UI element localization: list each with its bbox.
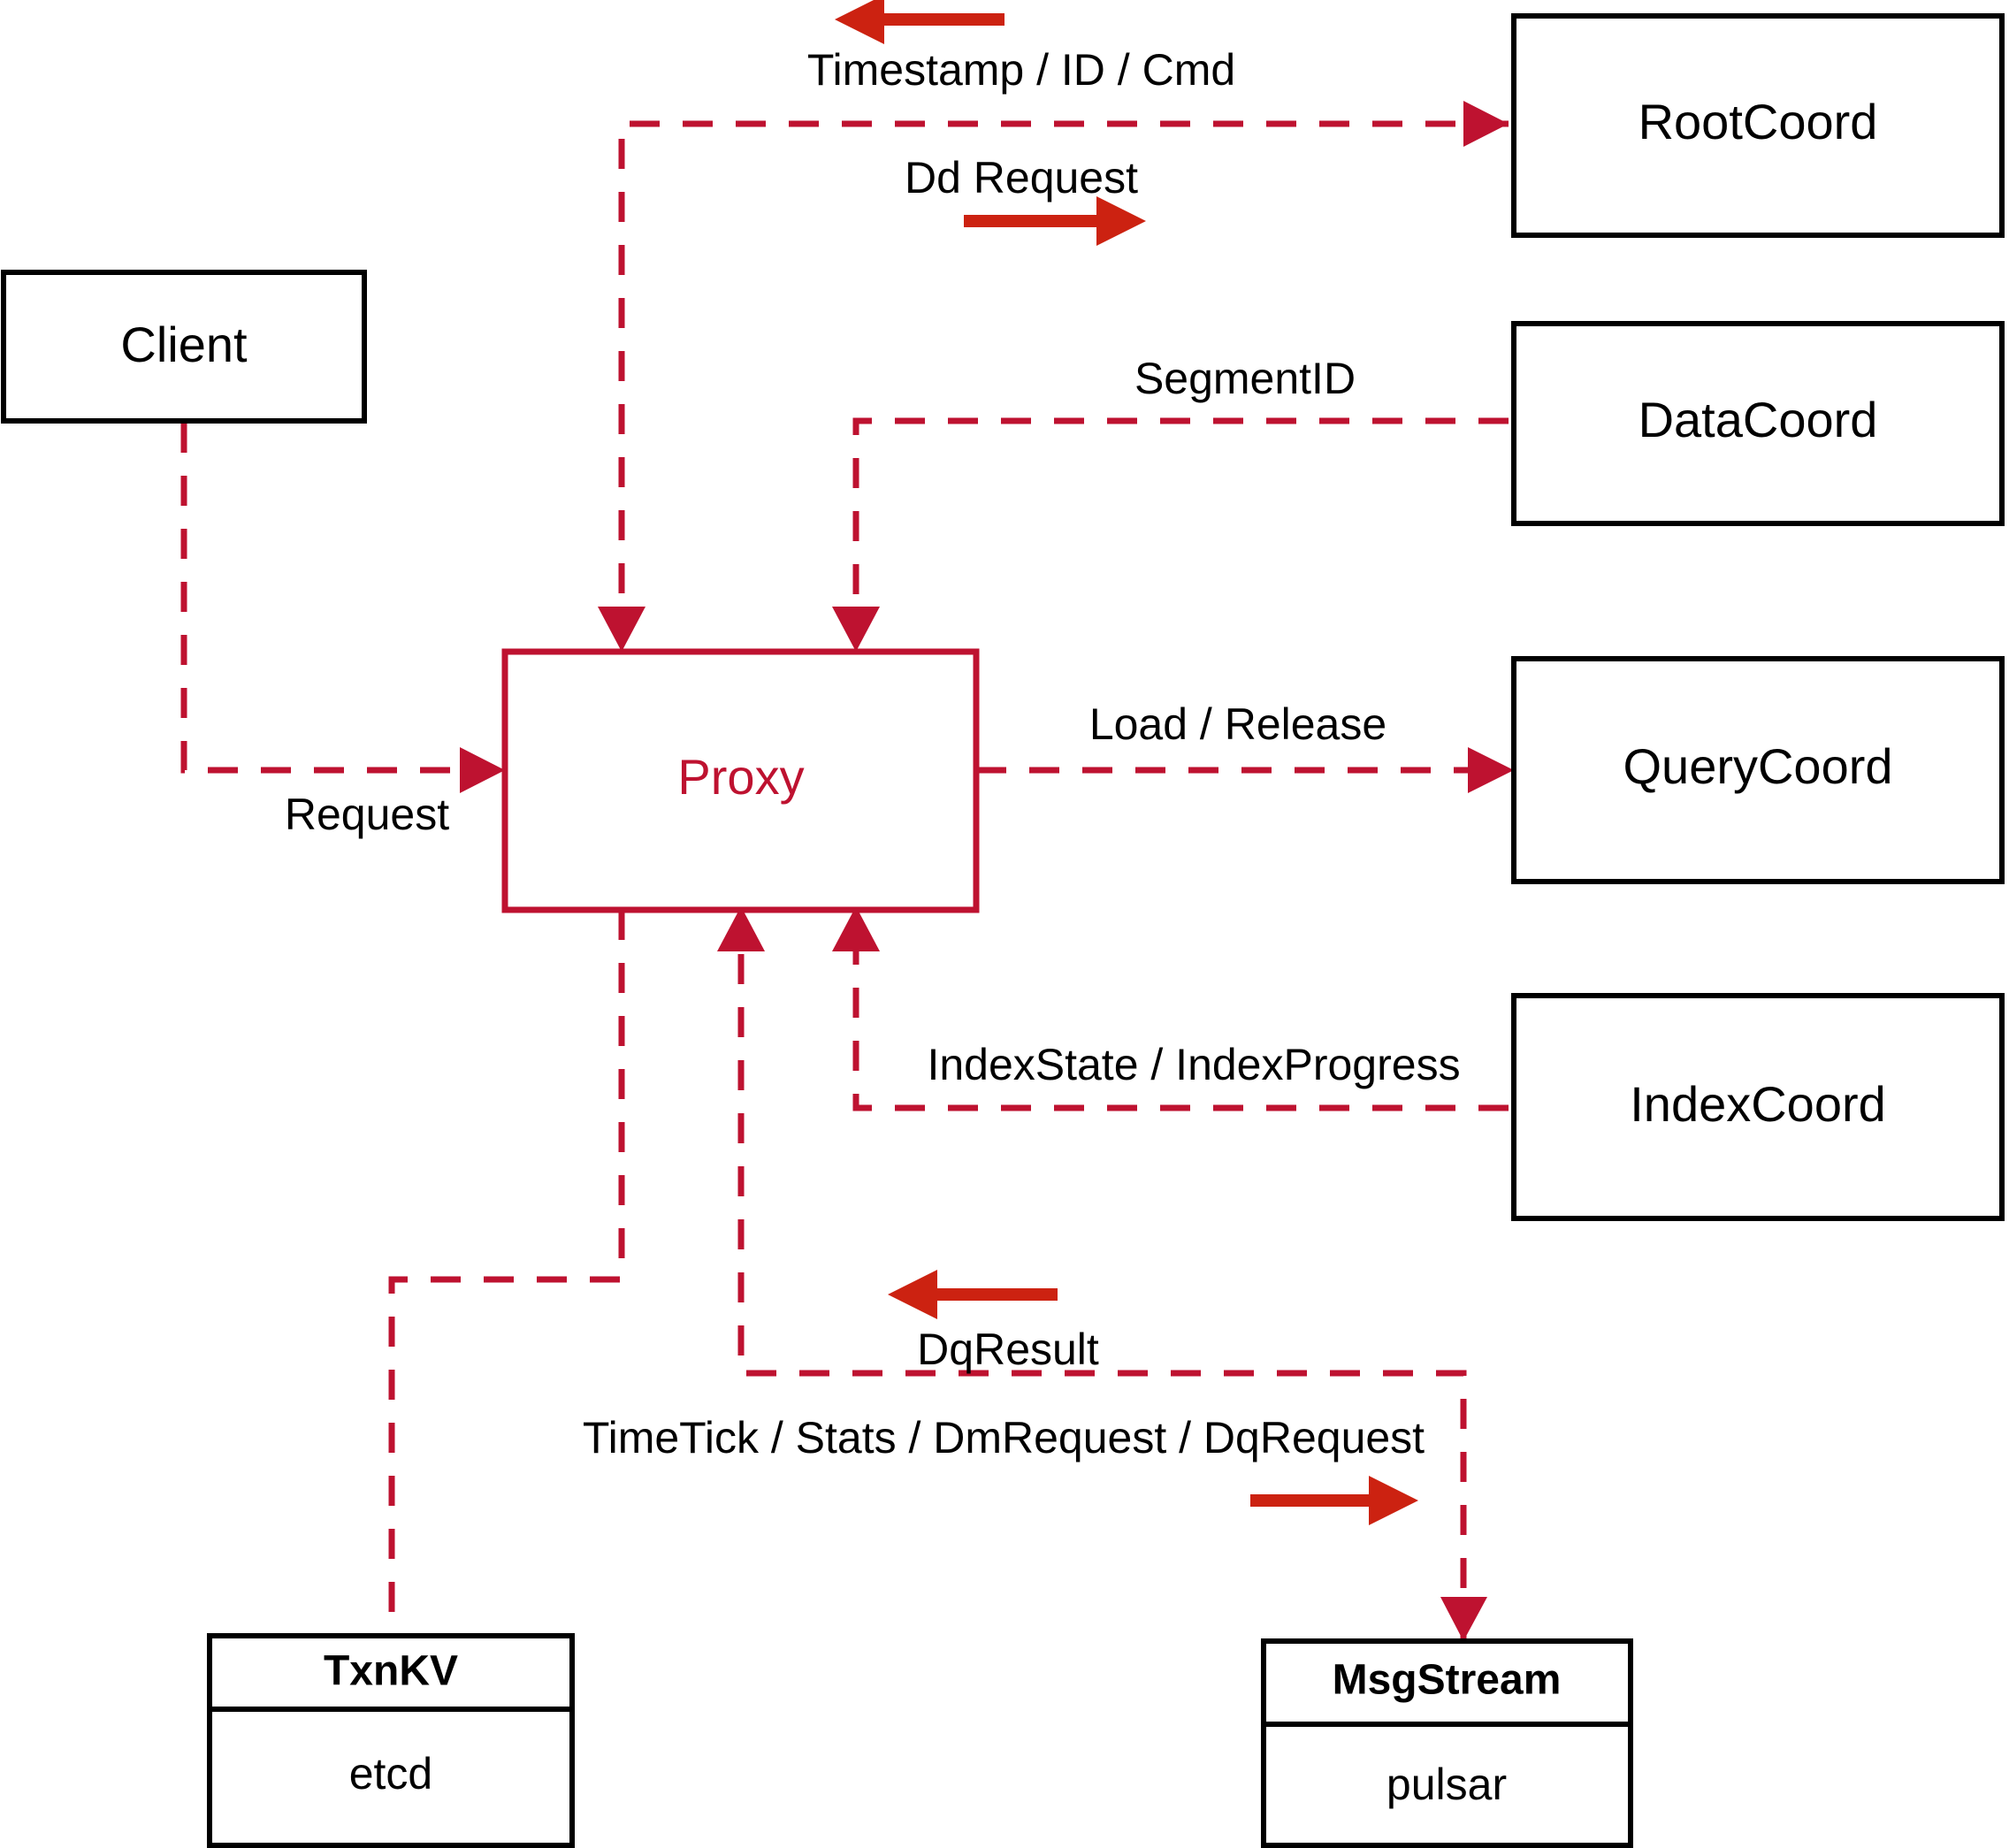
node-rootcoord[interactable]: RootCoord	[1511, 13, 2005, 238]
edge-proxy-to-rootcoord	[1463, 101, 1509, 147]
edge-label-timestamp-id-cmd: Timestamp / ID / Cmd	[807, 45, 1235, 95]
node-rootcoord-label: RootCoord	[1639, 94, 1878, 149]
node-proxy-label: Proxy	[677, 749, 804, 805]
edge-label-timetick-stats: TimeTick / Stats / DmRequest / DqRequest	[583, 1413, 1425, 1462]
edge-label-request: Request	[285, 790, 449, 839]
edge-client-to-proxy	[180, 423, 505, 793]
node-txnkv[interactable]: TxnKV etcd	[207, 1633, 575, 1848]
node-msgstream-sublabel: pulsar	[1386, 1760, 1507, 1809]
node-querycoord[interactable]: QueryCoord	[1511, 656, 2005, 884]
node-txnkv-label: TxnKV	[324, 1648, 458, 1695]
node-client-label: Client	[120, 317, 248, 372]
edge-label-dq-result: DqResult	[917, 1325, 1099, 1374]
node-indexcoord-label: IndexCoord	[1630, 1076, 1886, 1132]
node-datacoord[interactable]: DataCoord	[1511, 321, 2005, 526]
edge-label-index-state: IndexState / IndexProgress	[927, 1040, 1460, 1089]
direction-arrow-timestamp	[835, 0, 1004, 44]
edge-label-dd-request: Dd Request	[905, 153, 1138, 202]
edge-proxy-to-querycoord	[976, 747, 1514, 793]
edge-rootcoord-to-proxy	[598, 120, 1509, 652]
node-datacoord-label: DataCoord	[1639, 392, 1878, 447]
edge-datacoord-to-proxy	[832, 417, 1509, 652]
direction-arrow-dd-request	[964, 196, 1146, 246]
edge-indexcoord-to-proxy	[832, 906, 1509, 1111]
edge-msgstream-to-proxy	[717, 906, 1487, 1641]
node-querycoord-label: QueryCoord	[1623, 738, 1892, 794]
node-msgstream-label: MsgStream	[1333, 1657, 1562, 1704]
direction-arrow-dq-result	[888, 1270, 1058, 1319]
node-proxy[interactable]: Proxy	[501, 648, 980, 913]
node-msgstream[interactable]: MsgStream pulsar	[1261, 1638, 1633, 1848]
node-client[interactable]: Client	[1, 270, 367, 424]
edge-label-load-release: Load / Release	[1089, 699, 1386, 749]
node-txnkv-sublabel: etcd	[349, 1749, 433, 1798]
edge-label-segment-id: SegmentID	[1134, 354, 1356, 403]
edge-proxy-to-txnkv	[388, 910, 625, 1636]
node-indexcoord[interactable]: IndexCoord	[1511, 993, 2005, 1221]
direction-arrow-timetick	[1250, 1476, 1418, 1525]
